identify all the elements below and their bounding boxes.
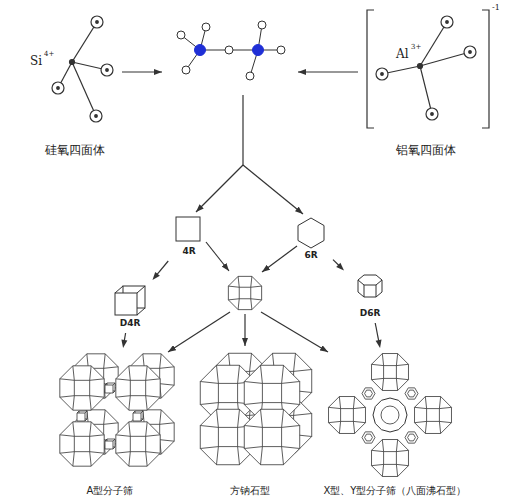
- atom-label: -1: [492, 4, 500, 12]
- arrow-head: [336, 263, 344, 271]
- six-ring: [298, 218, 324, 248]
- node-label: 铝氧四面体: [396, 143, 456, 157]
- flow-connector: [152, 261, 168, 280]
- node-label: 硅氧四面体: [45, 143, 105, 157]
- atom-label: 4+: [44, 51, 54, 58]
- faujasite-framework: [329, 354, 452, 477]
- arrow-head: [376, 340, 382, 348]
- structure-node: 方钠石型: [185, 350, 315, 500]
- structure-node: X型、Y型分子筛（八面沸石型）: [315, 350, 475, 500]
- structure-node: A型分子筛: [45, 350, 175, 500]
- structure-node: 4R: [168, 212, 210, 260]
- structure-node: D4R: [106, 282, 154, 332]
- alumina-tetrahedron: [367, 10, 489, 128]
- tetrahedra-chain: [177, 21, 285, 80]
- arrow-head: [152, 272, 159, 280]
- double-four-ring: [115, 286, 145, 315]
- structure-node: 6R: [290, 212, 332, 264]
- node-label: D6R: [360, 308, 381, 319]
- node-label: 6R: [304, 250, 317, 261]
- node-label: X型、Y型分子筛（八面沸石型）: [324, 485, 467, 497]
- a-type-framework: [60, 354, 174, 466]
- node-label: D4R: [120, 318, 141, 329]
- connector-line: [157, 261, 168, 275]
- node-label: 方钠石型: [230, 485, 270, 497]
- flow-arrows: [122, 72, 358, 352]
- silica-tetrahedron: [52, 16, 113, 122]
- flow-connector: [375, 323, 381, 348]
- node-label: 4R: [182, 246, 195, 257]
- double-six-ring: [358, 275, 382, 297]
- sodalite-framework: [200, 353, 311, 464]
- sodalite-cage: [228, 276, 261, 309]
- structure-node: 铝氧四面体: [366, 8, 486, 160]
- arrow-head: [121, 340, 127, 348]
- atom-label: Si: [30, 55, 42, 67]
- structure-node: 硅氧四面体: [20, 8, 130, 160]
- flow-connector: [333, 260, 344, 271]
- atom-label: 3+: [411, 44, 421, 51]
- four-ring: [176, 217, 200, 241]
- connector-line: [333, 260, 339, 266]
- structure-node: D6R: [346, 270, 394, 322]
- connector-line: [124, 333, 125, 341]
- connector-line: [375, 323, 379, 341]
- flow-connector: [121, 333, 127, 348]
- atom-label: Al: [396, 48, 409, 60]
- node-label: A型分子筛: [87, 485, 134, 497]
